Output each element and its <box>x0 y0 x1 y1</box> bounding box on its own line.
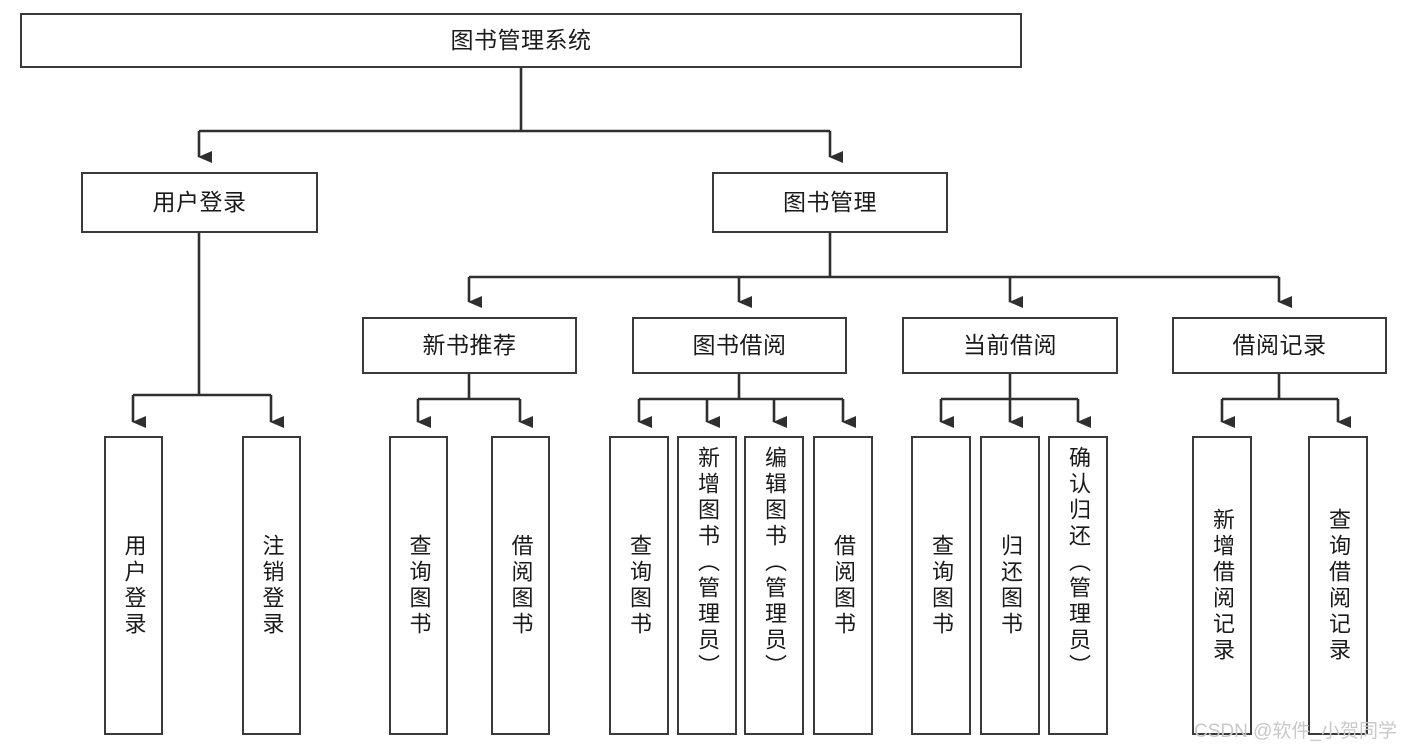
node-label: 借阅图书 <box>831 533 856 638</box>
node-label: 确认归还（管理员） <box>1066 446 1091 680</box>
node-label: 图书借阅 <box>692 331 787 358</box>
node-label: 编辑图书（管理员） <box>762 446 787 680</box>
node-label: 新书推荐 <box>422 331 517 358</box>
leaf-return-book[interactable]: 归还图书 <box>980 436 1040 735</box>
node-label: 当前借阅 <box>963 331 1057 358</box>
node-label: 查询借阅记录 <box>1326 507 1351 664</box>
node-label: 新增借阅记录 <box>1210 507 1235 664</box>
csdn-watermark: CSDN @软件_小贺同学 <box>1194 721 1397 742</box>
leaf-edit-book-admin[interactable]: 编辑图书（管理员） <box>744 436 804 735</box>
node-current-borrow[interactable]: 当前借阅 <box>902 317 1118 374</box>
node-label: 用户登录 <box>152 188 247 215</box>
node-label: 归还图书 <box>998 533 1023 638</box>
leaf-query-book-borrow[interactable]: 查询图书 <box>609 436 669 735</box>
node-label: 借阅图书 <box>508 533 534 638</box>
leaf-add-book-admin[interactable]: 新增图书（管理员） <box>677 436 737 735</box>
node-label: 注销登录 <box>259 533 285 638</box>
node-book-management[interactable]: 图书管理 <box>712 172 948 233</box>
node-label: 图书管理系统 <box>450 26 592 53</box>
node-user-login[interactable]: 用户登录 <box>81 172 318 233</box>
leaf-user-login[interactable]: 用户登录 <box>104 436 163 735</box>
node-borrow-record[interactable]: 借阅记录 <box>1172 317 1387 374</box>
leaf-borrow-book[interactable]: 借阅图书 <box>813 436 873 735</box>
node-label: 用户登录 <box>121 533 147 638</box>
leaf-query-borrow-record[interactable]: 查询借阅记录 <box>1308 436 1368 735</box>
node-label: 查询图书 <box>406 533 432 638</box>
leaf-query-book-current[interactable]: 查询图书 <box>911 436 971 735</box>
node-label: 图书管理 <box>783 188 877 215</box>
node-label: 查询图书 <box>929 533 954 638</box>
leaf-borrow-book-new[interactable]: 借阅图书 <box>491 436 550 735</box>
node-new-book-recommend[interactable]: 新书推荐 <box>362 317 577 374</box>
node-label: 借阅记录 <box>1232 331 1327 358</box>
leaf-logout[interactable]: 注销登录 <box>242 436 301 735</box>
node-root-system[interactable]: 图书管理系统 <box>20 13 1022 68</box>
node-label: 新增图书（管理员） <box>695 446 720 680</box>
leaf-add-borrow-record[interactable]: 新增借阅记录 <box>1192 436 1252 735</box>
leaf-query-book-new[interactable]: 查询图书 <box>389 436 448 735</box>
node-book-borrow[interactable]: 图书借阅 <box>632 317 847 374</box>
leaf-confirm-return-admin[interactable]: 确认归还（管理员） <box>1048 436 1108 735</box>
node-label: 查询图书 <box>627 533 652 638</box>
